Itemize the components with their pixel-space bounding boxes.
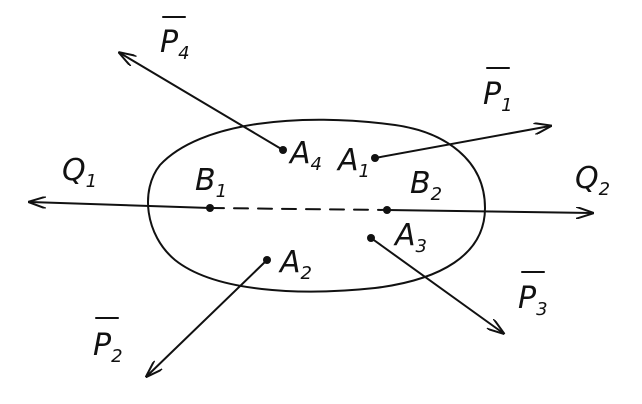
label-q1: Q1 [62,153,97,192]
force-p1-arrow [374,126,550,159]
svg-text:P1: P1 [483,77,513,116]
force-q2-arrow [386,210,592,213]
point-a3 [367,234,375,242]
point-a1 [371,154,379,162]
label-a2: A2 [278,245,312,284]
b1-b2-dashed-line [209,207,388,211]
force-p2-arrow [147,259,268,376]
force-q1-arrow [30,202,211,209]
point-b2 [383,206,391,214]
label-b1: B1 [195,163,227,202]
label-p4: P4 [160,16,190,64]
point-a2 [263,256,271,264]
label-a3: A3 [393,218,427,257]
force-p4-arrow [120,53,284,151]
label-p1: P1 [483,67,513,116]
svg-text:P2: P2 [93,328,123,367]
point-b1 [206,204,214,212]
label-p2: P2 [93,317,123,367]
label-p3: P3 [518,271,548,320]
svg-text:P4: P4 [160,25,190,64]
point-a4 [279,146,287,154]
force-p3-arrow [370,237,503,333]
label-a1: A1 [336,143,370,182]
rigid-body-outline [147,118,486,293]
label-q2: Q2 [575,161,610,200]
svg-text:P3: P3 [518,281,548,320]
label-a4: A4 [288,136,322,175]
label-b2: B2 [410,166,442,205]
